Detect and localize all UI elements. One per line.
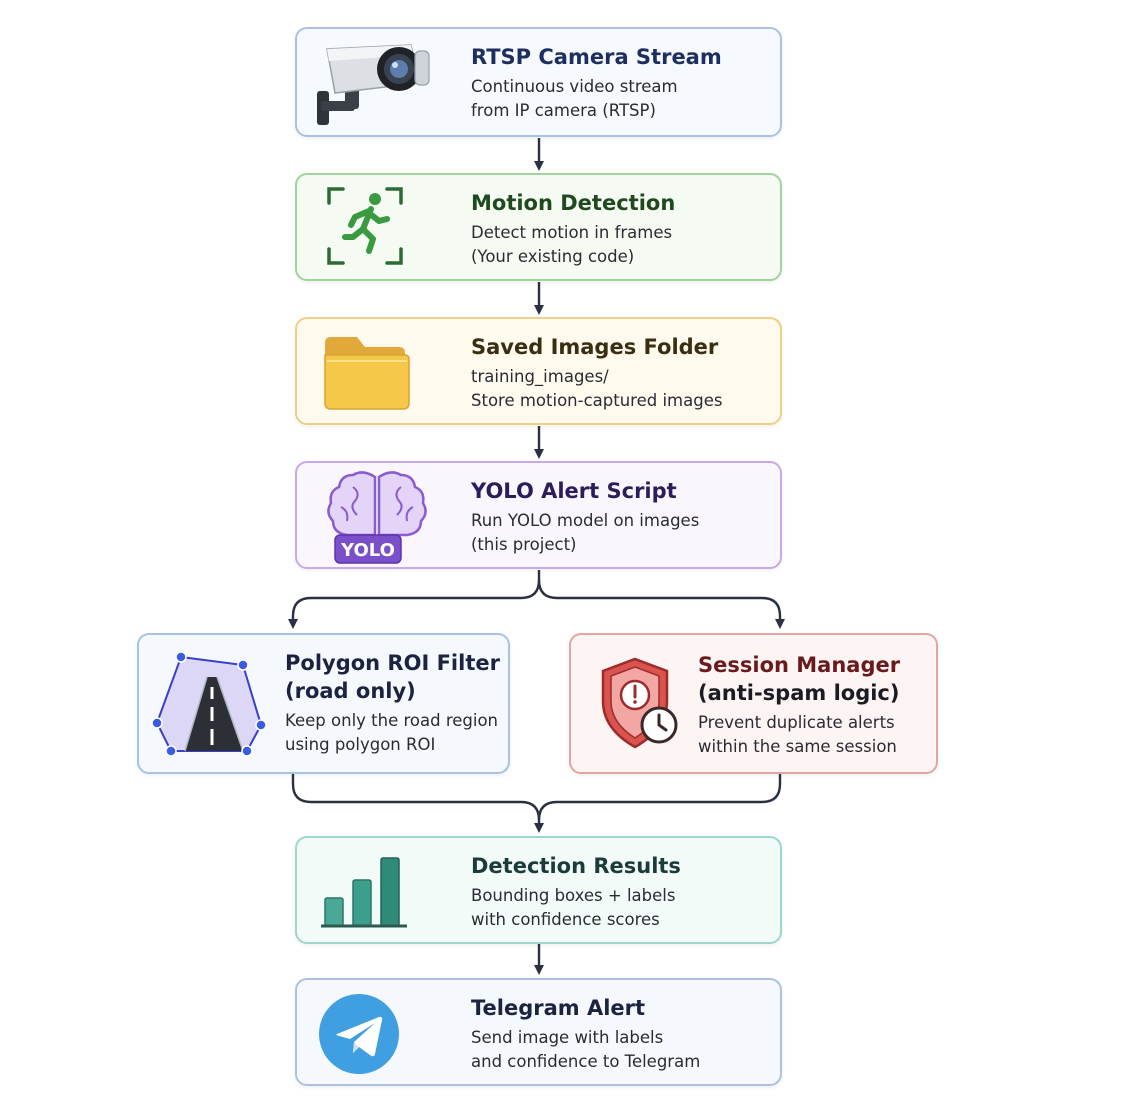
- telegram-title: Telegram Alert: [471, 996, 646, 1020]
- motion-title: Motion Detection: [471, 191, 676, 215]
- polygon-title-sub: (road only): [285, 679, 416, 703]
- road-polygon-icon: [151, 651, 267, 757]
- saved-title: Saved Images Folder: [471, 335, 719, 359]
- camera-icon: [317, 44, 430, 125]
- yolo-title: YOLO Alert Script: [471, 479, 677, 503]
- session-title-sub: (anti-spam logic): [698, 681, 900, 705]
- motion-desc-line2: (Your existing code): [471, 247, 635, 266]
- results-desc-line1: Bounding boxes + labels: [471, 886, 676, 905]
- brain-icon: YOLO: [327, 471, 427, 564]
- yolo-desc-line1: Run YOLO model on images: [471, 511, 700, 530]
- motion-detection-node: Motion Detection Detect motion in frames…: [295, 173, 782, 281]
- rtsp-title: RTSP Camera Stream: [471, 45, 722, 69]
- running-person-icon: [327, 187, 403, 265]
- saved-desc-line1: training_images/: [471, 367, 609, 386]
- rtsp-desc-line1: Continuous video stream: [471, 77, 678, 96]
- polygon-roi-node: Polygon ROI Filter (road only) Keep only…: [137, 633, 510, 774]
- results-desc-line2: with confidence scores: [471, 910, 660, 929]
- arrow-yolo-to-session: [537, 579, 785, 629]
- telegram-desc-line1: Send image with labels: [471, 1028, 664, 1047]
- yolo-badge-label: YOLO: [340, 540, 395, 561]
- session-title: Session Manager: [698, 653, 901, 677]
- arrow-polygon-to-results: [291, 774, 544, 833]
- rtsp-desc-line2: from IP camera (RTSP): [471, 101, 656, 120]
- arrow-session-to-results: [537, 774, 782, 821]
- shield-clock-icon: [601, 657, 678, 749]
- results-title: Detection Results: [471, 854, 681, 878]
- session-desc-line1: Prevent duplicate alerts: [698, 713, 895, 732]
- folder-icon: [324, 337, 410, 410]
- telegram-icon: [319, 994, 399, 1074]
- detection-results-node: Detection Results Bounding boxes + label…: [295, 836, 782, 944]
- saved-desc-line2: Store motion-captured images: [471, 391, 723, 410]
- session-desc-line2: within the same session: [698, 737, 897, 756]
- polygon-title: Polygon ROI Filter: [285, 651, 500, 675]
- session-manager-node: Session Manager (anti-spam logic) Preven…: [569, 633, 938, 774]
- arrow-yolo-to-polygon: [288, 570, 541, 629]
- motion-desc-line1: Detect motion in frames: [471, 223, 673, 242]
- polygon-desc-line1: Keep only the road region: [285, 711, 499, 730]
- telegram-alert-node: Telegram Alert Send image with labels an…: [295, 978, 782, 1086]
- telegram-desc-line2: and confidence to Telegram: [471, 1052, 701, 1071]
- polygon-desc-line2: using polygon ROI: [285, 735, 436, 754]
- bar-chart-icon: [321, 857, 407, 928]
- rtsp-camera-node: RTSP Camera Stream Continuous video stre…: [295, 27, 782, 137]
- yolo-script-node: YOLO YOLO Alert Script Run YOLO model on…: [295, 461, 782, 569]
- yolo-desc-line2: (this project): [471, 535, 577, 554]
- saved-images-node: Saved Images Folder training_images/ Sto…: [295, 317, 782, 425]
